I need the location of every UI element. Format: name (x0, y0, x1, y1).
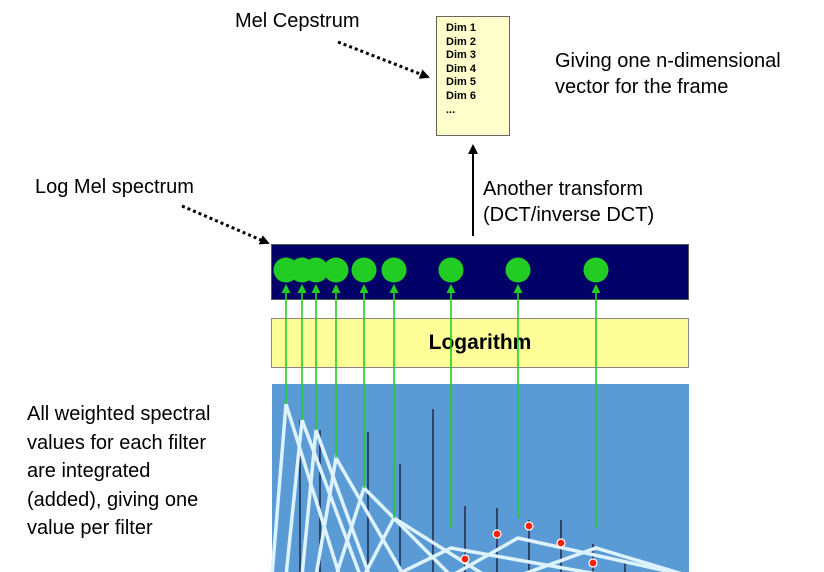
integration-description: All weighted spectral values for each fi… (27, 403, 211, 539)
log-mel-spectrum-label: Log Mel spectrum (35, 176, 194, 198)
sample-point (588, 558, 598, 568)
dim-item: Dim 6 (446, 89, 476, 102)
integration-arrows (281, 284, 601, 528)
sample-point (460, 554, 470, 564)
filter-triangle (364, 515, 483, 572)
cepstrum-vector-box: Dim 1 Dim 2 Dim 3 Dim 4 Dim 5 Dim 6 ... (436, 16, 510, 136)
dim-item: ... (446, 103, 456, 116)
dim-item: Dim 4 (446, 62, 476, 75)
log-mel-value-dot (438, 257, 464, 283)
filter-triangle (454, 536, 680, 572)
dim-item: Dim 2 (446, 35, 476, 48)
mel-cepstrum-label: Mel Cepstrum (235, 10, 360, 32)
dim-item: Dim 1 (446, 22, 476, 34)
log-mel-value-dot (323, 257, 349, 283)
log-mel-values (273, 257, 609, 283)
logarithm-label: Logarithm (428, 331, 532, 354)
sample-point (524, 521, 534, 531)
vector-description: Giving one n-dimensional vector for the … (555, 50, 781, 98)
logarithm-box: Logarithm (271, 318, 689, 368)
mel-cepstrum-pointer-arrow (337, 40, 430, 79)
log-mel-spectrum-pointer-arrow (181, 204, 270, 245)
filter-triangle (523, 546, 682, 572)
log-mel-value-dot (381, 257, 407, 283)
log-mel-value-dot (303, 257, 329, 283)
mel-filter-triangles (270, 403, 682, 572)
dim-item: Dim 5 (446, 76, 476, 89)
log-mel-value-dot (351, 257, 377, 283)
dim-item: Dim 3 (446, 49, 476, 62)
log-mel-value-dot (505, 257, 531, 283)
weighted-sample-points (460, 521, 598, 568)
filter-triangle (398, 546, 596, 572)
mel-filterbank-spectrum (272, 384, 689, 572)
log-mel-value-dot (583, 257, 609, 283)
sample-point (492, 529, 502, 539)
sample-point (556, 538, 566, 548)
transform-label: Another transform (DCT/inverse DCT) (483, 178, 655, 226)
